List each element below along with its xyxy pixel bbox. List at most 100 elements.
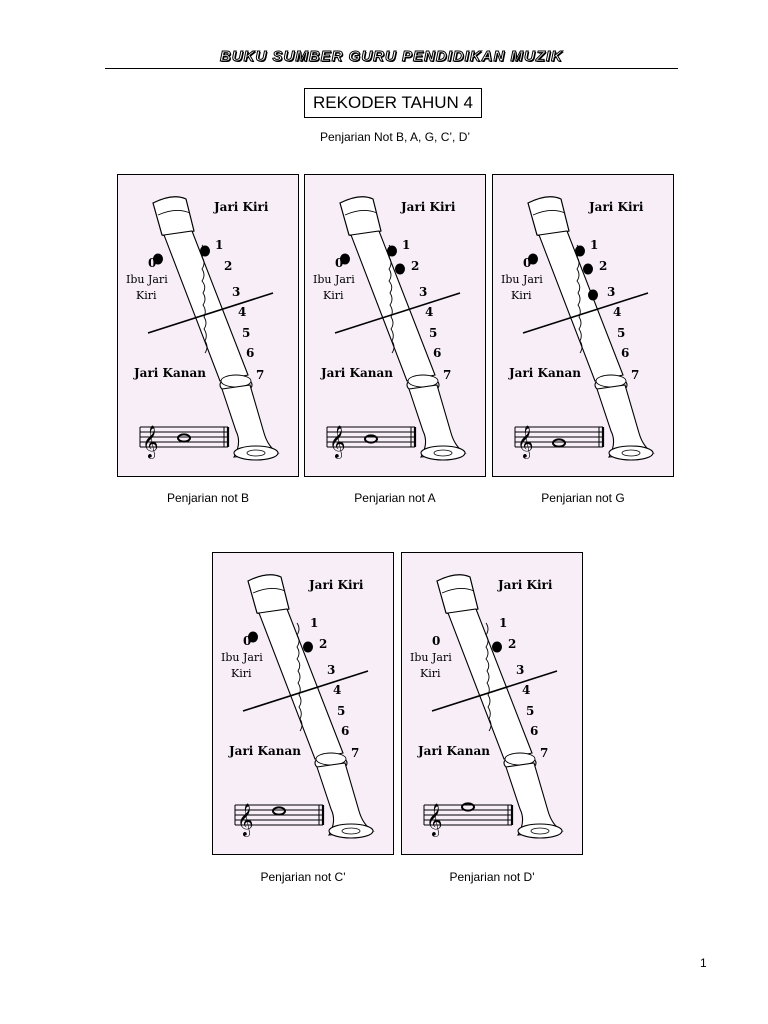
hole-number-4: 4 <box>613 305 621 319</box>
music-staff: 𝄞 <box>139 425 230 459</box>
hole-number-3: 3 <box>327 663 335 677</box>
closed-hole-3 <box>588 289 598 301</box>
hole-number-3: 3 <box>232 285 240 299</box>
hole-number-2: 2 <box>411 259 419 273</box>
hole-number-4: 4 <box>425 305 433 319</box>
treble-clef-icon: 𝄞 <box>329 425 346 459</box>
caption-g: Penjarian not G <box>541 491 625 505</box>
hole-number-5: 5 <box>526 704 534 718</box>
whole-note-icon <box>272 806 286 816</box>
label-right-hand: Jari Kanan <box>508 366 581 380</box>
hole-number-1: 1 <box>402 238 410 252</box>
hole-number-0: 0 <box>335 256 343 270</box>
caption-a: Penjarian not A <box>354 491 436 505</box>
hand-divider <box>242 670 369 712</box>
header-title: BUKU SUMBER GURU PENDIDIKAN MUZIK <box>220 48 563 66</box>
recorder-body <box>436 574 564 839</box>
hand-divider <box>522 292 649 334</box>
page-header: BUKU SUMBER GURU PENDIDIKAN MUZIK <box>105 48 678 66</box>
whole-note-icon <box>177 433 191 443</box>
hole-number-0: 0 <box>148 256 156 270</box>
label-left-hand: Jari Kiri <box>213 200 269 214</box>
label-thumb-line1: Ibu Jari <box>221 651 263 664</box>
caption-b: Penjarian not B <box>166 491 250 505</box>
closed-hole-0 <box>528 253 538 265</box>
hole-number-0: 0 <box>243 634 251 648</box>
page-subtitle: Penjarian Not B, A, G, C’, D’ <box>319 130 471 144</box>
label-thumb-line1: Ibu Jari <box>410 651 452 664</box>
hole-number-0: 0 <box>432 634 440 648</box>
hole-number-3: 3 <box>516 663 524 677</box>
label-thumb-line2: Kiri <box>323 289 344 302</box>
hole-number-7: 7 <box>631 368 639 382</box>
header-rule <box>105 68 678 69</box>
music-staff: 𝄞 <box>423 802 514 837</box>
label-left-hand: Jari Kiri <box>588 200 644 214</box>
hand-divider <box>334 292 461 334</box>
hand-divider <box>147 292 274 334</box>
hole-number-1: 1 <box>310 616 318 630</box>
hole-number-2: 2 <box>599 259 607 273</box>
hole-number-6: 6 <box>530 724 538 738</box>
music-staff: 𝄞 <box>514 425 605 459</box>
recorder-body <box>527 196 655 461</box>
whole-note-icon <box>364 434 378 444</box>
hole-number-5: 5 <box>617 326 625 340</box>
hole-number-4: 4 <box>333 683 341 697</box>
label-left-hand: Jari Kiri <box>400 200 456 214</box>
hole-number-4: 4 <box>522 683 530 697</box>
label-thumb-line1: Ibu Jari <box>126 273 168 286</box>
closed-hole-0 <box>340 253 350 265</box>
label-right-hand: Jari Kanan <box>320 366 393 380</box>
hole-number-1: 1 <box>590 238 598 252</box>
closed-hole-2 <box>583 263 593 275</box>
label-left-hand: Jari Kiri <box>308 578 364 592</box>
page-number: 1 <box>700 956 707 970</box>
hole-number-3: 3 <box>607 285 615 299</box>
hole-number-1: 1 <box>215 238 223 252</box>
label-thumb-line2: Kiri <box>511 289 532 302</box>
treble-clef-icon: 𝄞 <box>237 803 254 837</box>
hole-number-5: 5 <box>337 704 345 718</box>
label-thumb-line2: Kiri <box>136 289 157 302</box>
hole-number-5: 5 <box>429 326 437 340</box>
caption-d-high: Penjarian not D' <box>449 870 535 884</box>
treble-clef-icon: 𝄞 <box>426 803 443 837</box>
hole-number-6: 6 <box>341 724 349 738</box>
label-thumb-line1: Ibu Jari <box>501 273 543 286</box>
label-thumb-line1: Ibu Jari <box>313 273 355 286</box>
label-thumb-line2: Kiri <box>231 667 252 680</box>
hand-divider <box>431 670 558 712</box>
page-title: REKODER TAHUN 4 <box>304 88 482 118</box>
recorder-body <box>339 196 467 461</box>
hole-number-0: 0 <box>523 256 531 270</box>
label-right-hand: Jari Kanan <box>133 366 206 380</box>
whole-note-icon <box>552 438 566 448</box>
closed-hole-1 <box>575 245 585 257</box>
label-thumb-line2: Kiri <box>420 667 441 680</box>
hole-number-3: 3 <box>419 285 427 299</box>
treble-clef-icon: 𝄞 <box>517 425 534 459</box>
closed-hole-2 <box>303 641 313 653</box>
hole-number-7: 7 <box>443 368 451 382</box>
hole-number-6: 6 <box>621 346 629 360</box>
hole-number-5: 5 <box>242 326 250 340</box>
recorder-body <box>247 574 375 839</box>
closed-hole-2 <box>492 641 502 653</box>
hole-number-4: 4 <box>238 305 246 319</box>
hole-number-7: 7 <box>540 746 548 760</box>
label-left-hand: Jari Kiri <box>497 578 553 592</box>
whole-note-icon <box>461 802 475 812</box>
hole-number-2: 2 <box>508 637 516 651</box>
label-right-hand: Jari Kanan <box>417 744 490 758</box>
closed-hole-1 <box>387 245 397 257</box>
label-right-hand: Jari Kanan <box>228 744 301 758</box>
